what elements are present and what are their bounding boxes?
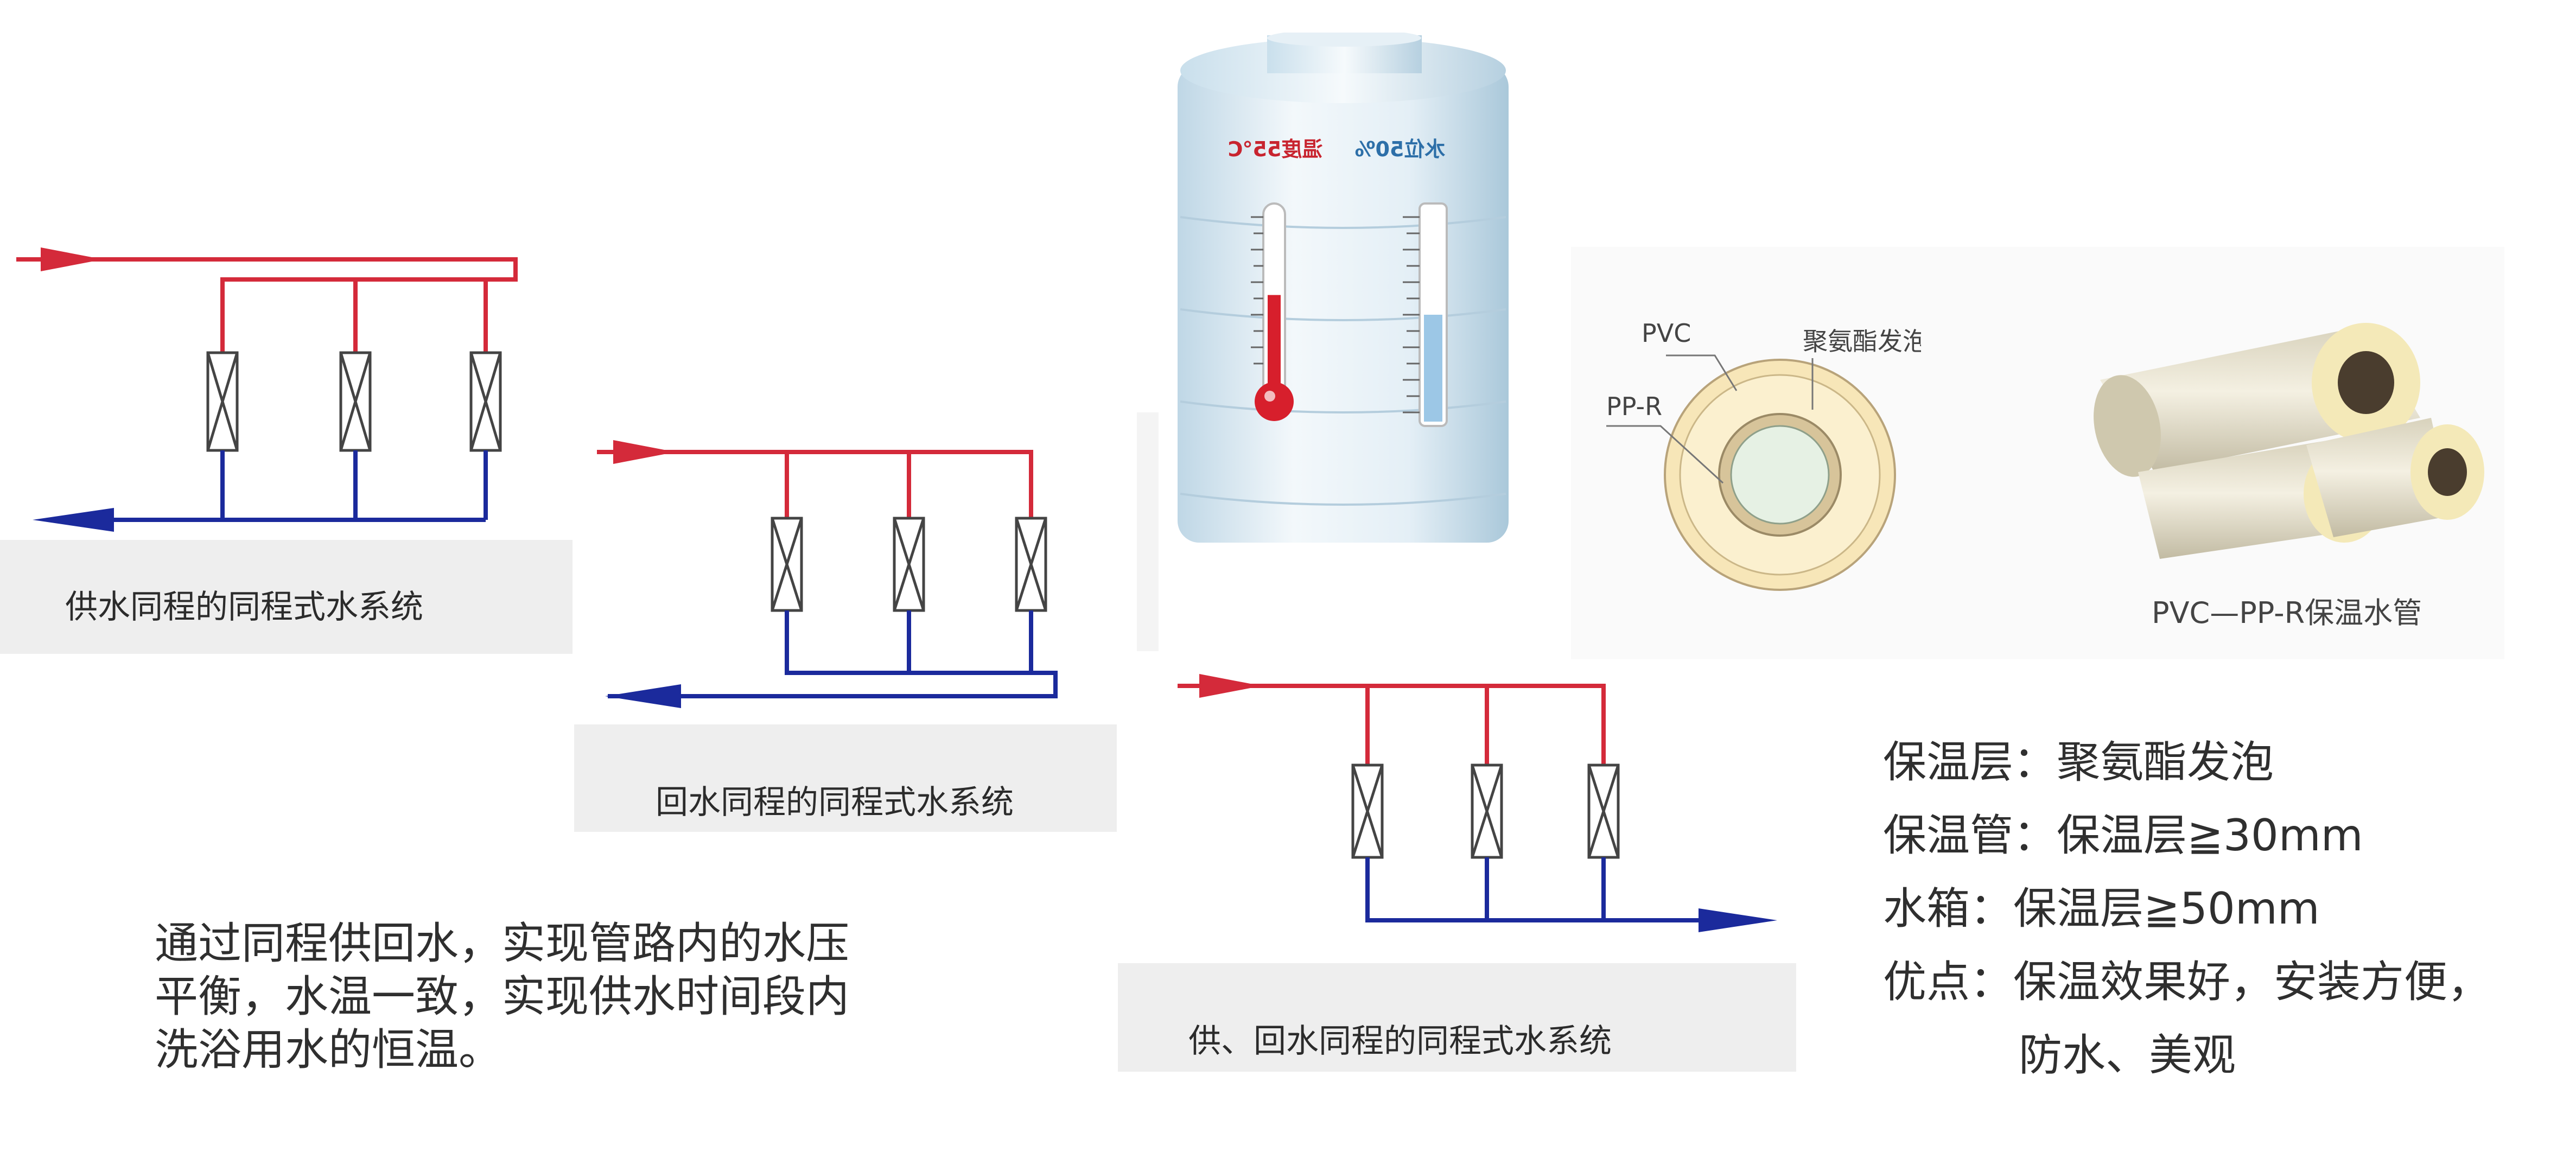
supply-arrow-icon bbox=[613, 440, 676, 464]
water-level-gauge bbox=[1419, 202, 1448, 427]
supply-reverse-diagram bbox=[16, 247, 518, 532]
description-line: 通过同程供回水，实现管路内的水压 bbox=[155, 918, 849, 969]
tank-temp-label: 温度55℃ bbox=[1228, 137, 1323, 161]
return-arrow-icon bbox=[33, 508, 114, 532]
return-reverse-diagram bbox=[597, 440, 1058, 708]
radiator-unit bbox=[771, 517, 1047, 612]
insulated-pipe-photo bbox=[2094, 323, 2484, 559]
both-reverse-diagram bbox=[1178, 674, 1777, 932]
label-ppr: PP-R bbox=[1606, 392, 1662, 421]
description-line: 洗浴用水的恒温。 bbox=[155, 1024, 502, 1075]
water-tank-image: 温度55℃ 水位50% bbox=[1178, 33, 1509, 543]
description-text: 通过同程供回水，实现管路内的水压 平衡，水温一致，实现供水时间段内 洗浴用水的恒… bbox=[155, 917, 849, 1077]
pipe-photo-caption: PVC—PP-R保温水管 bbox=[2152, 596, 2422, 630]
tank-backdrop bbox=[1137, 412, 1159, 651]
caption-both-reverse: 供、回水同程的同程式水系统 bbox=[1118, 963, 1796, 1072]
caption-text: 回水同程的同程式水系统 bbox=[656, 784, 1014, 822]
thermometer-icon bbox=[1255, 202, 1294, 421]
return-arrow-icon bbox=[605, 684, 681, 708]
radiator-unit bbox=[1351, 763, 1620, 859]
radiator-unit bbox=[206, 351, 502, 452]
caption-text: 供水同程的同程式水系统 bbox=[65, 588, 423, 626]
label-pvc: PVC bbox=[1642, 319, 1691, 348]
spec-line-advantages: 优点：保温效果好，安装方便， bbox=[1883, 957, 2491, 1007]
caption-supply-reverse: 供水同程的同程式水系统 bbox=[0, 540, 573, 654]
tank-level-label: 水位50% bbox=[1355, 137, 1446, 161]
caption-text: 供、回水同程的同程式水系统 bbox=[1188, 1022, 1612, 1060]
spec-line-pipe: 保温管：保温层≧30mm bbox=[1883, 810, 2363, 861]
pipe-cross-section: PVC PP-R 聚氨酯发泡 bbox=[1606, 319, 1921, 591]
caption-return-reverse: 回水同程的同程式水系统 bbox=[574, 724, 1117, 832]
spec-line-tank: 水箱：保温层≧50mm bbox=[1883, 883, 2320, 934]
supply-arrow-icon bbox=[1199, 674, 1262, 698]
spec-line-advantages-cont: 防水、美观 bbox=[2019, 1030, 2236, 1080]
spec-line-insulation: 保温层：聚氨酯发泡 bbox=[1883, 737, 2274, 787]
label-foam: 聚氨酯发泡 bbox=[1803, 327, 1921, 356]
description-line: 平衡，水温一致，实现供水时间段内 bbox=[155, 971, 849, 1022]
supply-arrow-icon bbox=[41, 247, 103, 271]
return-arrow-icon bbox=[1699, 908, 1777, 932]
